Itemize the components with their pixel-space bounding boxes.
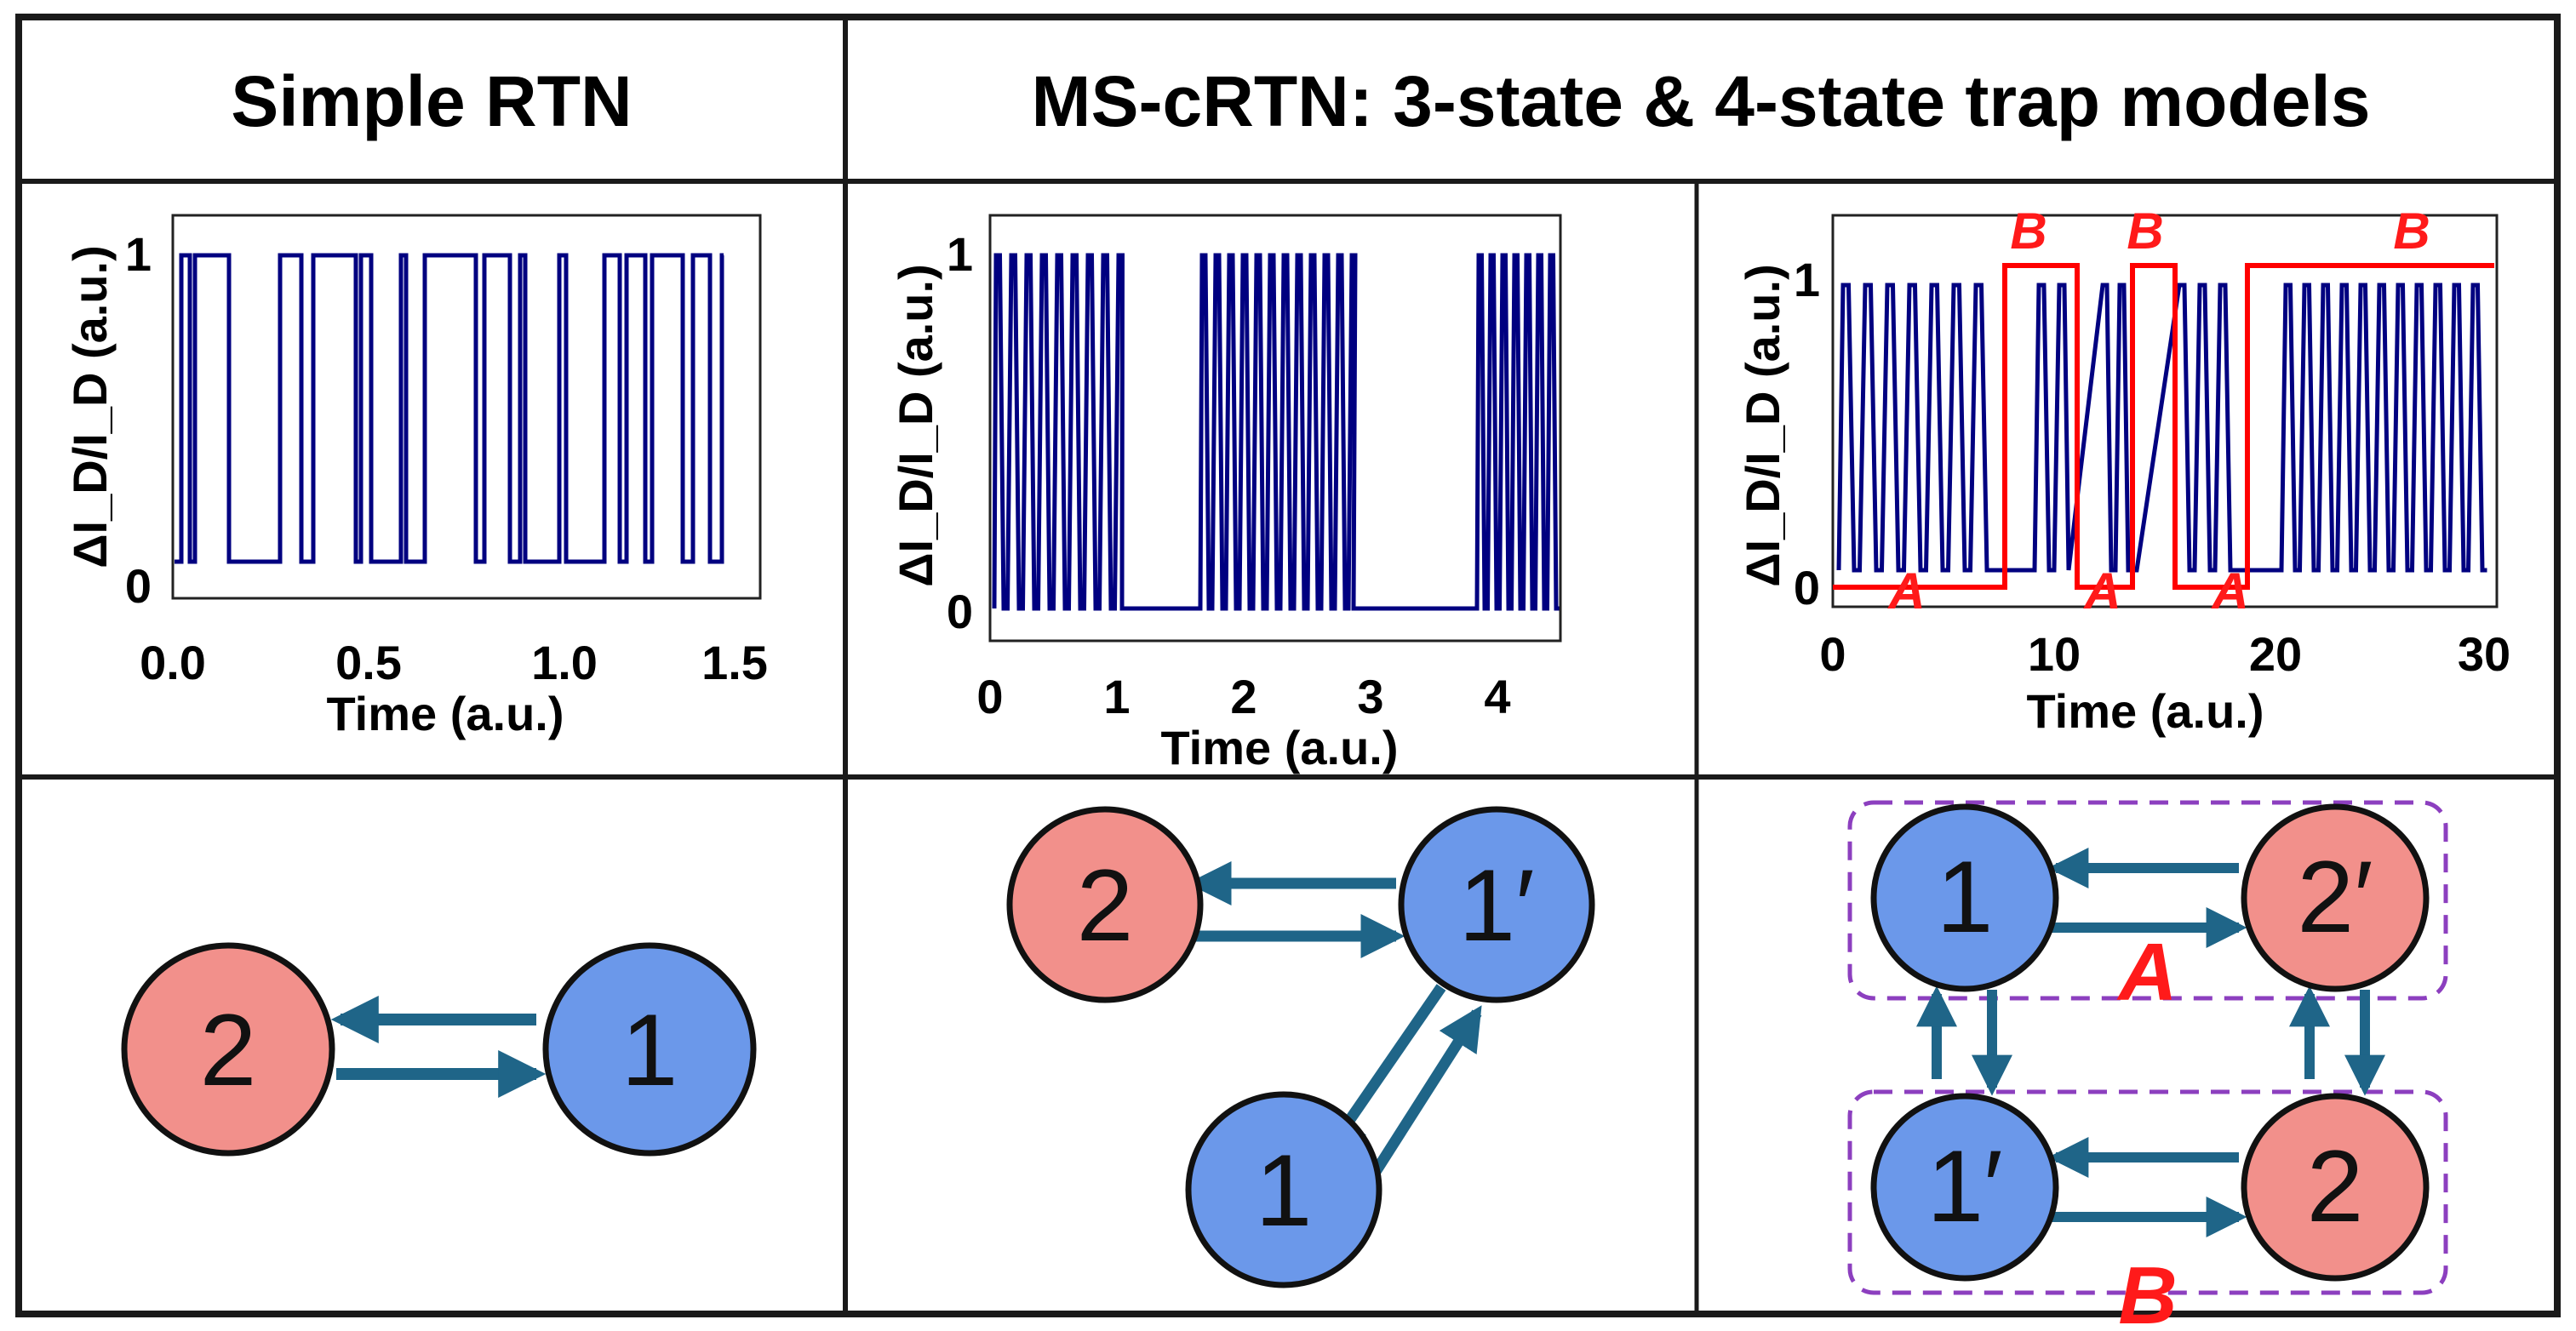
state-label-a: A bbox=[2082, 563, 2121, 620]
header-ms-crtn: MS-cRTN: 3-state & 4-state trap models bbox=[1032, 61, 2371, 141]
state-node-label: 2 bbox=[2307, 1129, 2364, 1243]
state-diagram-four-state: 1 2′ 1′ 2 A B bbox=[1847, 800, 2448, 1331]
header-simple-rtn: Simple RTN bbox=[231, 61, 632, 141]
plot-four-state: A B A B A B 1 0 0 10 20 30 Time (a.u.) Δ… bbox=[1736, 203, 2510, 738]
plot-frame bbox=[1831, 214, 2499, 608]
state-label-a: A bbox=[2210, 563, 2248, 620]
ytick-1: 1 bbox=[125, 227, 152, 281]
xtick: 30 bbox=[2458, 627, 2510, 681]
state-node-blue bbox=[542, 942, 757, 1157]
signal-trace bbox=[1836, 283, 2487, 573]
state-diagram-simple: 2 1 bbox=[121, 942, 757, 1157]
state-label-b: B bbox=[2127, 203, 2163, 260]
xtick: 1 bbox=[1103, 670, 1130, 723]
y-axis-label: ΔI_D/I_D (a.u.) bbox=[1736, 264, 1789, 586]
ytick-0: 0 bbox=[947, 585, 973, 638]
plot-frame bbox=[171, 214, 762, 600]
plot-three-state: 1 0 0 1 2 3 4 Time (a.u.) ΔI_D/I_D (a.u.… bbox=[889, 214, 1562, 774]
group-box-a bbox=[1847, 800, 2448, 1001]
group-box-b bbox=[1847, 1089, 2448, 1295]
x-axis-label: Time (a.u.) bbox=[326, 687, 564, 740]
state-node-blue bbox=[1870, 803, 2059, 992]
plot-simple-rtn: 1 0 0.0 0.5 1.0 1.5 Time (a.u.) ΔI_D/I_D… bbox=[63, 214, 768, 740]
ytick-0: 0 bbox=[1794, 561, 1820, 614]
xtick: 0.5 bbox=[335, 636, 402, 689]
state-node-label: 1 bbox=[621, 993, 678, 1107]
state-node-label: 1′ bbox=[1458, 848, 1534, 963]
xtick: 10 bbox=[2028, 627, 2081, 681]
xtick: 4 bbox=[1484, 670, 1510, 723]
state-node-red bbox=[121, 942, 335, 1157]
xtick: 1.0 bbox=[531, 636, 598, 689]
state-node-blue bbox=[1398, 806, 1595, 1003]
xtick: 1.5 bbox=[701, 636, 768, 689]
state-label-a: A bbox=[1886, 563, 1925, 620]
state-label-b: B bbox=[2393, 203, 2430, 260]
state-node-label: 1′ bbox=[1926, 1129, 2002, 1243]
state-node-red bbox=[2241, 803, 2430, 992]
signal-trace bbox=[175, 253, 724, 564]
x-axis-label: Time (a.u.) bbox=[2026, 684, 2264, 738]
state-node-blue bbox=[1870, 1093, 2059, 1282]
xtick: 2 bbox=[1230, 670, 1257, 723]
state-node-label: 2 bbox=[200, 993, 257, 1107]
state-overlay bbox=[1833, 263, 2494, 590]
ytick-1: 1 bbox=[1794, 253, 1820, 306]
ytick-1: 1 bbox=[947, 227, 973, 281]
state-node-label: 2′ bbox=[2297, 840, 2373, 954]
transition-arrow bbox=[1367, 1005, 1482, 1180]
y-axis-label: ΔI_D/I_D (a.u.) bbox=[63, 245, 117, 568]
state-node-red bbox=[1006, 806, 1204, 1003]
state-node-blue bbox=[1185, 1091, 1382, 1288]
table-grid bbox=[15, 14, 2561, 1317]
y-axis-label: ΔI_D/I_D (a.u.) bbox=[889, 264, 942, 586]
state-node-label: 2 bbox=[1077, 848, 1134, 963]
group-label-b: B bbox=[2118, 1250, 2177, 1331]
xtick: 0 bbox=[976, 670, 1003, 723]
xtick: 3 bbox=[1357, 670, 1383, 723]
x-axis-label: Time (a.u.) bbox=[1160, 721, 1398, 774]
state-node-red bbox=[2241, 1093, 2430, 1282]
ytick-0: 0 bbox=[125, 559, 152, 613]
signal-trace bbox=[992, 253, 1560, 611]
group-label-a: A bbox=[2116, 927, 2177, 1018]
state-node-label: 1 bbox=[1256, 1134, 1313, 1248]
state-diagram-three-state: 2 1′ 1 bbox=[1006, 806, 1595, 1288]
plot-frame bbox=[988, 214, 1562, 643]
xtick: 0.0 bbox=[140, 636, 206, 689]
state-label-b: B bbox=[2010, 203, 2046, 260]
state-node-label: 1 bbox=[1937, 840, 1994, 954]
xtick: 0 bbox=[1819, 627, 1846, 681]
xtick: 20 bbox=[2249, 627, 2302, 681]
